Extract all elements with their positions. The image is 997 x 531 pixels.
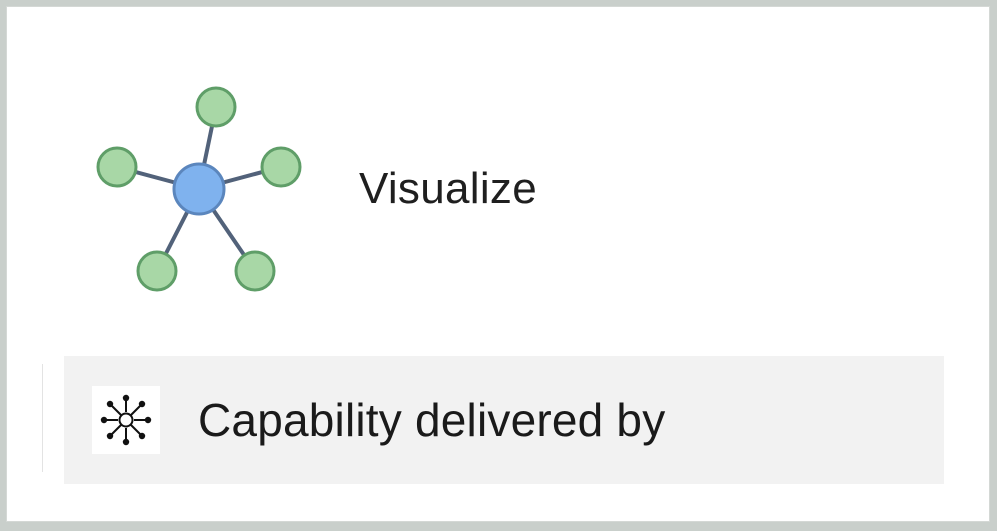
capability-delivered-by-label: Capability delivered by xyxy=(198,394,666,446)
footer-divider xyxy=(42,364,43,472)
leaf-node-top xyxy=(195,86,237,128)
capability-title: Visualize xyxy=(359,164,537,213)
leaf-node-left xyxy=(96,146,138,188)
leaf-node-right xyxy=(260,146,302,188)
network-graph-icon xyxy=(96,86,302,292)
leaf-node-bottom-right xyxy=(234,250,276,292)
service-mesh-icon-box xyxy=(92,386,160,454)
leaf-node-bottom-left xyxy=(136,250,178,292)
center-node xyxy=(172,162,226,216)
service-mesh-icon xyxy=(100,394,152,446)
capability-delivered-by-row[interactable]: Capability delivered by xyxy=(64,356,944,484)
